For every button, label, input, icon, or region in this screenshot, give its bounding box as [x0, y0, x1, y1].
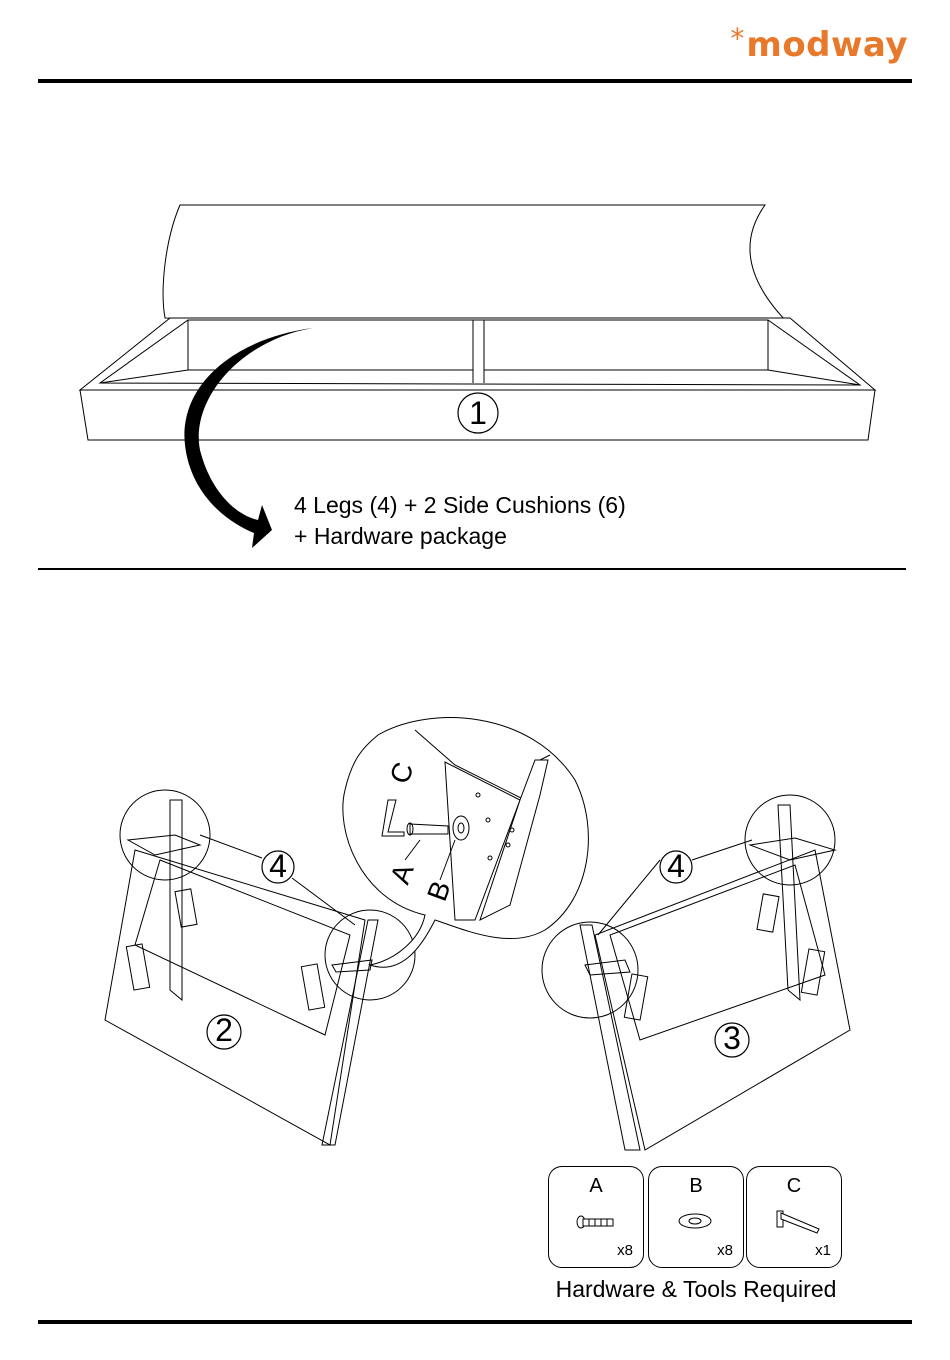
- hardware-letter: A: [549, 1175, 643, 1198]
- hardware-caption: Hardware & Tools Required: [548, 1276, 844, 1303]
- hardware-letter: B: [649, 1175, 743, 1198]
- hardware-qty: x1: [815, 1242, 831, 1259]
- leg-callout-right: 4: [660, 848, 692, 885]
- hardware-letter: C: [747, 1175, 841, 1198]
- washer-icon: [673, 1207, 723, 1237]
- hardware-box-c: C x1: [746, 1166, 842, 1268]
- hardware-panel: A x8 B x8 C x1: [548, 1166, 844, 1270]
- hardware-box-b: B x8: [648, 1166, 744, 1268]
- panel-callout-right: 3: [715, 1020, 749, 1057]
- side-panel-left: [105, 850, 365, 1145]
- allen-key-icon: [771, 1207, 821, 1237]
- side-panel-right: [595, 850, 850, 1150]
- hardware-qty: x8: [717, 1242, 733, 1259]
- panel-callout-left: 2: [207, 1012, 241, 1049]
- bottom-divider: [38, 1320, 912, 1324]
- hardware-box-a: A x8: [548, 1166, 644, 1268]
- hardware-qty: x8: [617, 1242, 633, 1259]
- bolt-icon: [573, 1207, 623, 1237]
- leg-callout-left: 4: [262, 848, 294, 885]
- detail-bolt: [410, 824, 448, 834]
